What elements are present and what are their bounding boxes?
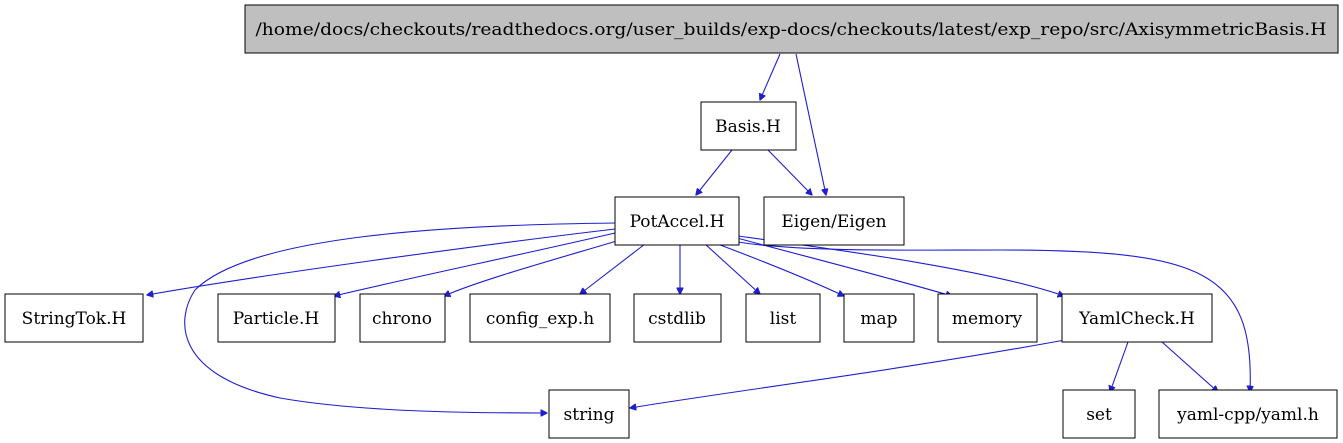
node-map-label: map xyxy=(860,309,897,329)
node-memory[interactable]: memory xyxy=(937,293,1038,343)
edges xyxy=(147,53,1250,413)
node-chrono-label: chrono xyxy=(372,309,432,329)
node-root-label: /home/docs/checkouts/readthedocs.org/use… xyxy=(256,20,1327,40)
edge-potaccel-list xyxy=(704,243,760,294)
edge-potaccel-particle xyxy=(334,232,616,296)
edge-basis-eigen xyxy=(767,149,812,195)
node-particle-label: Particle.H xyxy=(233,309,319,329)
node-eigen-label: Eigen/Eigen xyxy=(781,212,886,232)
node-list-label: list xyxy=(770,309,797,329)
node-basis-label: Basis.H xyxy=(715,117,781,137)
node-string[interactable]: string xyxy=(548,389,630,439)
node-yamlcheck-label: YamlCheck.H xyxy=(1078,309,1195,329)
node-yaml-cpp-label: yaml-cpp/yaml.h xyxy=(1176,405,1319,425)
node-stringtok[interactable]: StringTok.H xyxy=(4,293,144,343)
edge-root-basis xyxy=(760,53,781,100)
node-yaml-cpp[interactable]: yaml-cpp/yaml.h xyxy=(1158,389,1338,439)
edge-potaccel-map xyxy=(714,242,844,296)
node-map[interactable]: map xyxy=(843,293,915,343)
node-potaccel-label: PotAccel.H xyxy=(630,212,725,232)
node-particle[interactable]: Particle.H xyxy=(217,293,336,343)
node-basis[interactable]: Basis.H xyxy=(700,101,797,151)
edge-potaccel-memory xyxy=(736,237,952,296)
edge-yamlcheck-yaml-cpp xyxy=(1161,341,1218,392)
node-cstdlib[interactable]: cstdlib xyxy=(633,293,722,343)
edge-basis-potaccel xyxy=(696,149,733,195)
node-config-exp[interactable]: config_exp.h xyxy=(469,293,611,343)
edge-yamlcheck-string xyxy=(630,339,1066,408)
node-config-exp-label: config_exp.h xyxy=(486,309,594,329)
node-stringtok-label: StringTok.H xyxy=(22,309,127,329)
edge-potaccel-chrono xyxy=(444,239,621,296)
edge-potaccel-config-exp xyxy=(580,243,646,294)
node-memory-label: memory xyxy=(952,309,1023,329)
edge-root-eigen xyxy=(795,53,826,195)
node-eigen[interactable]: Eigen/Eigen xyxy=(763,196,905,246)
node-list[interactable]: list xyxy=(745,293,821,343)
edge-potaccel-string xyxy=(184,222,616,413)
node-cstdlib-label: cstdlib xyxy=(648,309,706,329)
node-set-label: set xyxy=(1086,405,1112,425)
node-root[interactable]: /home/docs/checkouts/readthedocs.org/use… xyxy=(244,4,1339,54)
node-set[interactable]: set xyxy=(1062,389,1136,439)
node-chrono[interactable]: chrono xyxy=(359,293,446,343)
edge-yamlcheck-set xyxy=(1110,341,1129,392)
edge-potaccel-yaml-cpp xyxy=(737,241,1250,392)
node-yamlcheck[interactable]: YamlCheck.H xyxy=(1061,293,1213,343)
node-string-label: string xyxy=(564,405,615,425)
node-potaccel[interactable]: PotAccel.H xyxy=(614,196,740,246)
